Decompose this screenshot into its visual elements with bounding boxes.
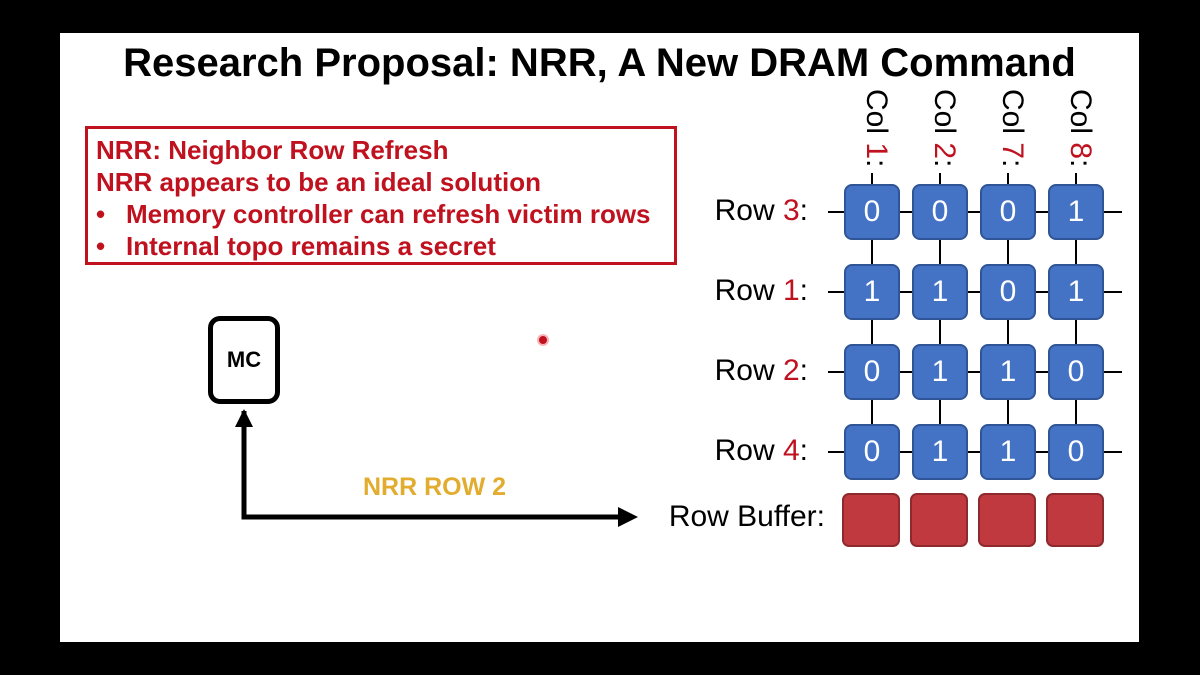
column-label-text: Col 2:: [927, 89, 961, 167]
slide-title: Research Proposal: NRR, A New DRAM Comma…: [123, 41, 1076, 85]
column-label-text-number: 1: [860, 142, 893, 160]
mc-label: MC: [226, 347, 262, 372]
dram-cell: 0: [1048, 344, 1104, 400]
column-label-text-prefix: Col: [860, 89, 893, 143]
slide: Research Proposal: NRR, A New DRAM Comma…: [60, 33, 1139, 642]
row-label-suffix: :: [799, 354, 808, 387]
column-label-text-number: 7: [996, 142, 1029, 160]
row-label: Row 1:: [648, 274, 808, 308]
column-label-text: Col 1:: [859, 89, 893, 167]
laser-pointer: [537, 334, 549, 346]
row-label-number: 1: [782, 274, 800, 307]
dram-cell: 1: [980, 424, 1036, 480]
row-label: Row 2:: [648, 354, 808, 388]
callout-bullet: • Internal topo remains a secret: [96, 230, 666, 262]
row-label-number: 2: [782, 354, 800, 387]
dram-cell: 0: [844, 424, 900, 480]
row-buffer-cell: [1046, 493, 1104, 547]
command-arrow: [235, 409, 638, 527]
row-label-number: 4: [782, 434, 800, 467]
dram-cell: 1: [912, 344, 968, 400]
column-label: Col 8:: [1055, 89, 1097, 189]
row-label-prefix: Row: [714, 354, 783, 387]
memory-controller-box: MC: [208, 316, 280, 404]
column-label: Col 7:: [987, 89, 1029, 189]
row-label-suffix: :: [799, 274, 808, 307]
row-buffer-cell: [910, 493, 968, 547]
row-label-prefix: Row: [714, 194, 783, 227]
arrow-head-up: [235, 409, 253, 427]
dram-cell: 0: [1048, 424, 1104, 480]
dram-cell: 0: [912, 184, 968, 240]
row-buffer-cell: [842, 493, 900, 547]
dram-cell: 1: [980, 344, 1036, 400]
column-label-text-suffix: :: [1064, 159, 1097, 168]
bullet-dot: •: [96, 199, 106, 229]
dram-cell: 0: [980, 264, 1036, 320]
bullet-text: Internal topo remains a secret: [126, 231, 496, 261]
column-label-text-prefix: Col: [1064, 89, 1097, 143]
row-buffer-label: Row Buffer:: [668, 500, 825, 533]
row-label-suffix: :: [799, 194, 808, 227]
dram-cell: 0: [844, 344, 900, 400]
row-label-number: 3: [782, 194, 800, 227]
row-label: Row 4:: [648, 434, 808, 468]
arrow-path: [241, 411, 620, 520]
dram-cell: 0: [844, 184, 900, 240]
column-label-text-number: 2: [928, 142, 961, 160]
dram-cell: 0: [980, 184, 1036, 240]
dram-cell: 1: [912, 424, 968, 480]
column-label: Col 2:: [919, 89, 961, 189]
bullet-dot: •: [96, 231, 106, 261]
row-label: Row 3:: [648, 194, 808, 228]
dram-cell: 1: [1048, 184, 1104, 240]
command-label: NRR ROW 2: [363, 473, 507, 501]
callout-bullet: • Memory controller can refresh victim ro…: [96, 198, 666, 230]
dram-cell: 1: [844, 264, 900, 320]
row-label-prefix: Row: [714, 434, 783, 467]
column-label-text-suffix: :: [928, 159, 961, 168]
column-label-text-suffix: :: [860, 159, 893, 168]
dram-cell: 1: [912, 264, 968, 320]
dram-cell: 1: [1048, 264, 1104, 320]
column-label-text: Col 8:: [1063, 89, 1097, 167]
column-label-text-prefix: Col: [996, 89, 1029, 143]
column-label-text: Col 7:: [995, 89, 1029, 167]
column-label: Col 1:: [851, 89, 893, 189]
bullet-text: Memory controller can refresh victim row…: [126, 199, 651, 229]
callout-subheading: NRR appears to be an ideal solution: [96, 167, 541, 197]
dram-grid-lines: [828, 173, 1122, 480]
callout-heading: NRR: Neighbor Row Refresh: [96, 135, 449, 165]
column-label-text-number: 8: [1064, 142, 1097, 160]
row-label-suffix: :: [799, 434, 808, 467]
column-label-text-suffix: :: [996, 159, 1029, 168]
column-label-text-prefix: Col: [928, 89, 961, 143]
row-label-prefix: Row: [714, 274, 783, 307]
callout-box: NRR: Neighbor Row Refresh NRR appears to…: [85, 126, 677, 265]
arrow-head-right: [618, 507, 638, 527]
row-buffer-cell: [978, 493, 1036, 547]
